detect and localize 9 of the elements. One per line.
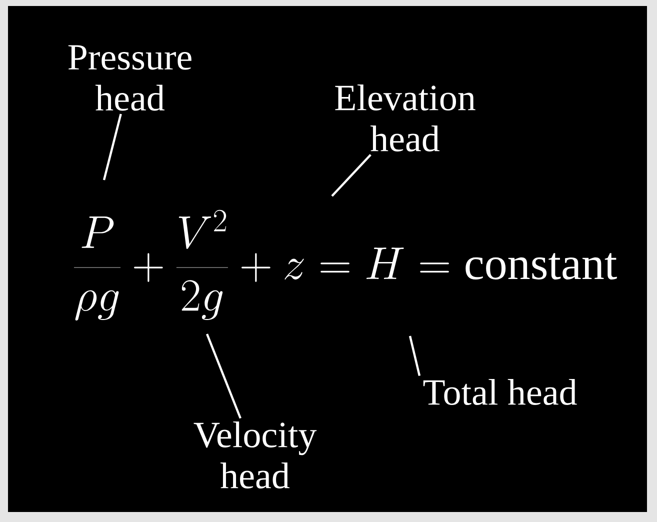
leader-line xyxy=(206,334,242,419)
equation: $\frac{P}{\rho g}+\frac{V^{2}}{2g}+z=H=\mathrm{constant}$ xyxy=(74,210,617,320)
leader-line xyxy=(102,114,122,180)
leader-line xyxy=(331,154,372,197)
leader-line xyxy=(408,336,421,376)
label-text: Elevation head xyxy=(335,84,476,152)
label-text: Total head xyxy=(423,378,577,405)
label-text: Pressure head xyxy=(68,45,192,111)
label-text: Velocity head xyxy=(194,421,317,488)
